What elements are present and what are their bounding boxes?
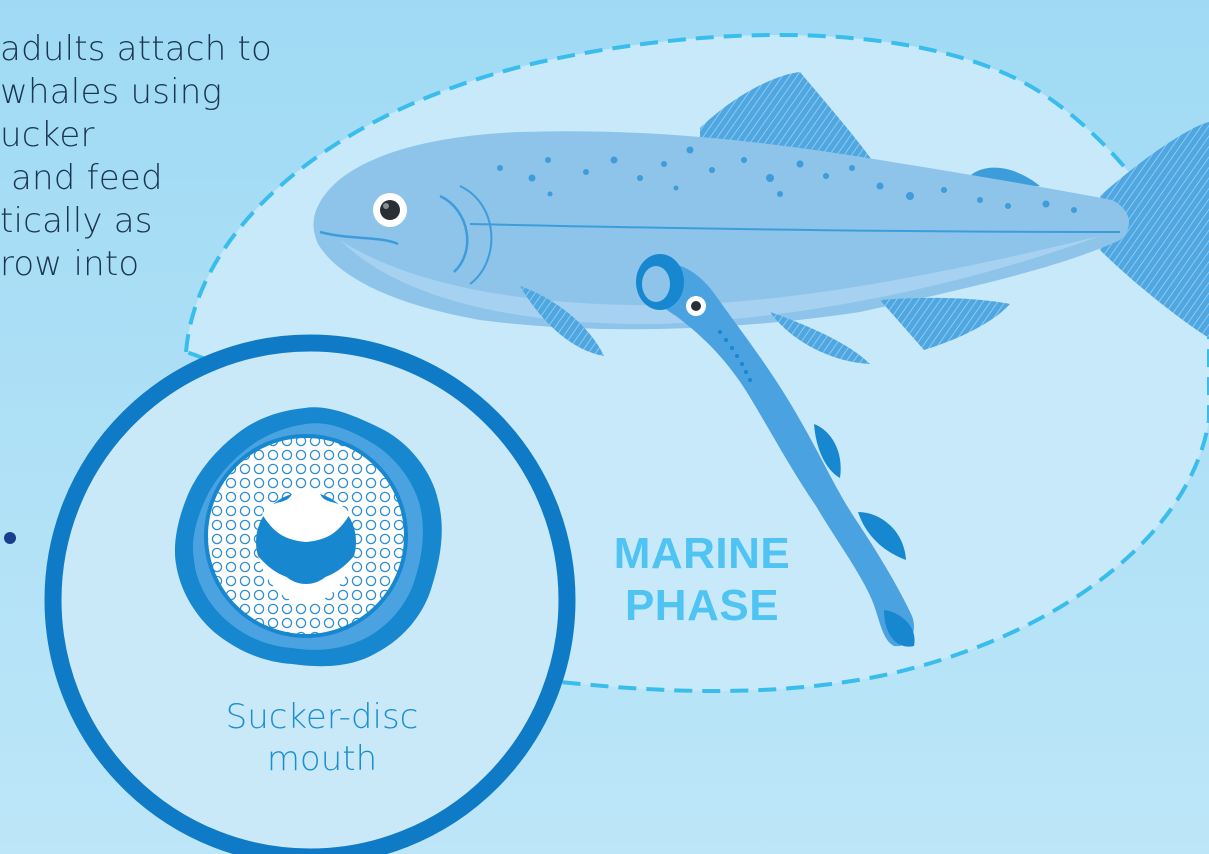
list-bullet — [4, 532, 16, 544]
marine-phase-label: MARINE PHASE — [584, 528, 820, 632]
sucker-disc-mouth-label: Sucker-disc mouth — [172, 696, 472, 780]
intro-description: adults attach to whales using ucker and … — [0, 28, 330, 286]
